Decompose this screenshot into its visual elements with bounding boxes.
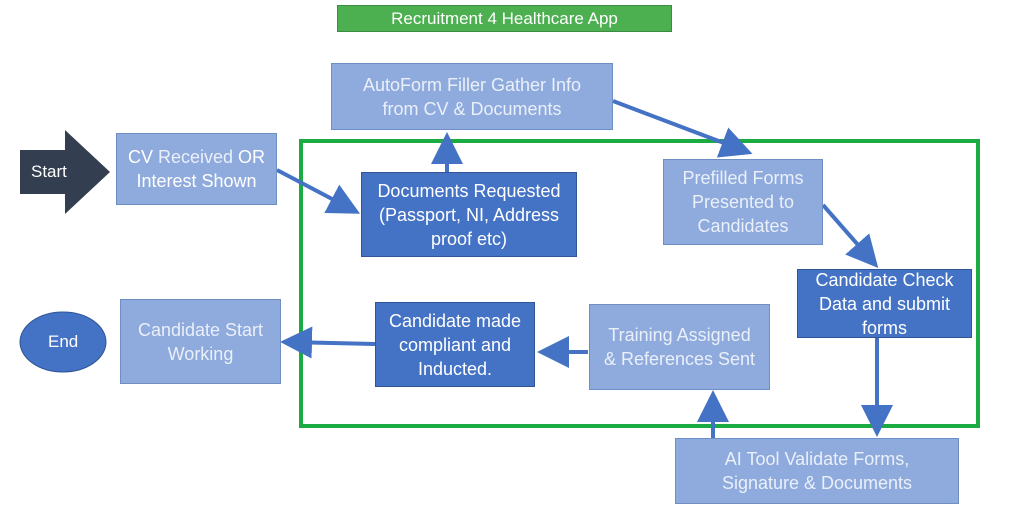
node-ai-tool-validate: AI Tool Validate Forms, Signature & Docu… [675, 438, 959, 504]
node-autoform-filler: AutoForm Filler Gather Info from CV & Do… [331, 63, 613, 130]
prefilled-text: Prefilled Forms Presented to Candidates [682, 168, 804, 236]
node-training-assigned: Training Assigned & References Sent [589, 304, 770, 390]
arrow-autoform-to-prefilled [612, 99, 753, 158]
node-cv-received: CV Received OR Interest Shown [116, 133, 277, 205]
app-title: Recruitment 4 Healthcare App [337, 5, 672, 32]
documents-text: Documents Requested (Passport, NI, Addre… [377, 180, 561, 249]
node-documents-requested: Documents Requested (Passport, NI, Addre… [361, 172, 577, 257]
start-shape [20, 130, 110, 214]
ai-text: AI Tool Validate Forms, Signature & Docu… [721, 449, 913, 493]
cv-text-part3: OR [238, 147, 266, 167]
cv-text-line2: Interest Shown [136, 171, 257, 191]
node-prefilled-forms: Prefilled Forms Presented to Candidates [663, 159, 823, 245]
node-candidate-compliant: Candidate made compliant and Inducted. [375, 302, 535, 387]
end-shape [19, 311, 107, 373]
node-candidate-start-working: Candidate Start Working [120, 299, 281, 384]
training-text: Training Assigned & References Sent [603, 325, 756, 369]
end-label: End [48, 332, 79, 351]
compliant-text: Candidate made compliant and Inducted. [388, 310, 522, 379]
start-label: Start [31, 162, 67, 181]
node-candidate-check: Candidate Check Data and submit forms [797, 269, 972, 338]
app-scope-frame [299, 139, 980, 428]
working-text: Candidate Start Working [137, 319, 264, 364]
cv-text-part2: Received [157, 147, 239, 167]
cv-text-part1: CV [127, 147, 158, 167]
arrow-compliant-to-working [280, 326, 376, 359]
arrow-prefilled-to-check [821, 203, 879, 269]
autoform-text: AutoForm Filler Gather Info from CV & Do… [362, 74, 582, 119]
check-text: Candidate Check Data and submit forms [815, 269, 954, 338]
arrow-cv-to-documents [276, 168, 361, 214]
